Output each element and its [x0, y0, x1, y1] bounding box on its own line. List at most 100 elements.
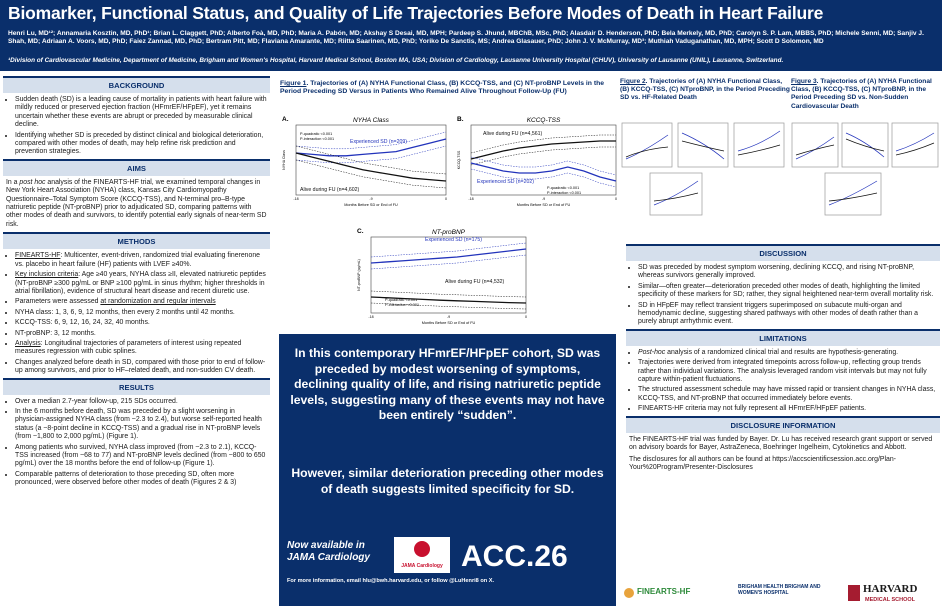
- panel-letter: B.: [457, 116, 464, 123]
- results-bullet: In the 6 months before death, SD was pre…: [15, 408, 267, 442]
- results-heading: RESULTS: [3, 377, 270, 395]
- fig3-panel-a: [791, 122, 839, 168]
- methods-bullet: NT-proBNP: 3, 12 months.: [15, 330, 267, 338]
- series-ci-lower: [295, 145, 447, 164]
- discussion-bullet: SD was preceded by modest symptom worsen…: [638, 264, 937, 281]
- disclosure-link-text: The disclosures for all authors can be f…: [629, 455, 896, 471]
- aims-italic: post hoc: [19, 178, 46, 186]
- discussion-bullet: SD in HFpEF may reflect transient trigge…: [638, 302, 937, 327]
- panel-title: KCCQ-TSS: [527, 117, 561, 124]
- affiliations: ¹Division of Cardiovascular Medicine, De…: [8, 57, 784, 64]
- series-ci-upper: [370, 290, 527, 298]
- panel-title: NT-proBNP: [432, 229, 466, 236]
- contact-info: For more information, email hlu@bwh.harv…: [287, 578, 495, 584]
- author-list: Henri Lu, MD¹²; Annamaria Kosztin, MD, P…: [8, 30, 924, 46]
- x-tick-label: 0: [615, 197, 617, 201]
- background-bullet: Identifying whether SD is preceded by di…: [15, 132, 267, 157]
- figures-2-3-thumbnails: [621, 122, 939, 216]
- x-tick-label: -9: [369, 197, 372, 201]
- right-column: DISCUSSION SD was preceded by modest sym…: [626, 244, 940, 475]
- key-message-caveat: However, similar deterioration preceding…: [291, 466, 604, 496]
- results-bullet: Comparable patterns of deterioration to …: [15, 471, 267, 488]
- methods-bullet: Key inclusion criteria: Age ≥40 years, N…: [15, 271, 267, 296]
- series-ci-lower: [470, 168, 617, 188]
- discussion-bullet: Similar—often greater—deterioration prec…: [638, 283, 937, 300]
- series-ci-upper: [295, 131, 447, 150]
- plot-frame: [370, 236, 527, 314]
- x-axis-label: Months Before SD or End of FU: [422, 321, 476, 325]
- series-ci-upper: [470, 156, 617, 176]
- limitations-bullet: Post-hoc analysis of a randomized clinic…: [638, 349, 937, 357]
- aims-text: In a: [6, 178, 20, 186]
- fig2-panel-d: [649, 172, 703, 216]
- discussion-section: SD was preceded by modest symptom worsen…: [626, 264, 940, 327]
- methods-heading: METHODS: [3, 232, 270, 250]
- series-line: [370, 248, 527, 264]
- background-bullet: Sudden death (SD) is a leading cause of …: [15, 96, 267, 130]
- results-bullet: Over a median 2.7-year follow-up, 215 SD…: [15, 398, 267, 406]
- methods-bullet: NYHA class: 1, 3, 6, 9, 12 months, then …: [15, 309, 267, 317]
- left-column: BACKGROUND Sudden death (SD) is a leadin…: [3, 76, 270, 606]
- poster-header: Biomarker, Functional Status, and Qualit…: [0, 0, 942, 71]
- figure1-caption: Figure 1. Trajectories of (A) NYHA Funct…: [280, 80, 605, 96]
- x-tick-label: -9: [447, 315, 450, 319]
- jama-icon: [414, 541, 430, 557]
- stat-annotation: P-interaction <0.001: [547, 191, 581, 195]
- stat-annotation: P-interaction <0.001: [300, 137, 334, 141]
- panel-title: NYHA Class: [353, 117, 390, 124]
- series-ci-upper: [370, 242, 527, 258]
- x-tick-label: -9: [542, 197, 545, 201]
- key-message: In this contemporary HFmrEF/HFpEF cohort…: [290, 346, 605, 423]
- y-axis-label: NYHA Class: [282, 150, 286, 170]
- panel-letter: C.: [357, 228, 364, 235]
- y-axis-label: KCCQ-TSS: [457, 150, 461, 169]
- background-heading: BACKGROUND: [3, 76, 270, 93]
- series-ci-lower: [295, 159, 447, 189]
- disclosure-text: The FINEARTS-HF trial was funded by Baye…: [629, 435, 933, 452]
- fig2-panel-b: [677, 122, 729, 168]
- fig2-panel-c: [733, 122, 785, 168]
- fig3-panel-b: [841, 122, 889, 168]
- x-axis-label: Months Before SD or End of FU: [517, 203, 571, 207]
- key-message-box: In this contemporary HFmrEF/HFpEF cohort…: [279, 334, 616, 606]
- series-ci-upper: [470, 134, 616, 154]
- finearts-icon: [624, 588, 634, 598]
- background-section: Sudden death (SD) is a leading cause of …: [3, 96, 270, 157]
- results-section: Over a median 2.7-year follow-up, 215 SD…: [3, 398, 270, 488]
- x-tick-label: 0: [525, 315, 527, 319]
- methods-bullet: FINEARTS-HF: Multicenter, event-driven, …: [15, 252, 267, 269]
- figure1-panel-b: B. KCCQ-TSS KCCQ-TSS Months Before SD or En…: [457, 116, 617, 207]
- stat-annotation: P-quadratic <0.001: [385, 298, 417, 302]
- poster-title: Biomarker, Functional Status, and Qualit…: [8, 3, 824, 23]
- acc-logo: ACC.26: [461, 540, 568, 573]
- series-ci-lower: [370, 254, 527, 270]
- series-label: Alive during FU (n=4,602): [300, 187, 360, 193]
- x-tick-label: -18: [468, 197, 473, 201]
- figure1-panel-c: C. NT-proBNP NT-proBNP (pg/mL) Months Befor…: [357, 228, 527, 325]
- figure3-caption: Figure 3. Trajectories of (A) NYHA Funct…: [791, 78, 932, 110]
- fig3-panel-c: [891, 122, 939, 168]
- aims-heading: AIMS: [3, 158, 270, 176]
- brigham-logo: BRIGHAM HEALTH BRIGHAM AND WOMEN'S HOSPI…: [738, 584, 821, 596]
- series-line: [295, 152, 447, 182]
- discussion-heading: DISCUSSION: [626, 244, 940, 261]
- disclosure-heading: DISCLOSURE INFORMATION: [626, 415, 940, 433]
- methods-section: FINEARTS-HF: Multicenter, event-driven, …: [3, 252, 270, 375]
- x-tick-label: 0: [445, 197, 447, 201]
- y-axis-label: NT-proBNP (pg/mL): [357, 259, 361, 291]
- limitations-bullet: FINEARTS-HF criteria may not fully repre…: [638, 405, 937, 413]
- stat-annotation: P-quadratic <0.001: [300, 132, 332, 136]
- harvard-sub: MEDICAL SCHOOL: [865, 597, 916, 603]
- plot-frame: [470, 124, 617, 196]
- methods-bullet: Parameters were assessed at randomizatio…: [15, 298, 267, 306]
- figure2-caption: Figure 2. Trajectories of (A) NYHA Funct…: [620, 78, 790, 102]
- aims-text: analysis of the FINEARTS-HF trial, we ex…: [6, 178, 267, 228]
- stat-annotation: P-quadratic <0.001: [547, 186, 579, 190]
- x-axis-label: Months Before SD or End of FU: [344, 203, 398, 207]
- methods-bullet: KCCQ-TSS: 6, 9, 12, 16, 24, 32, 40 month…: [15, 319, 267, 327]
- jama-logo: JAMA Cardiology: [394, 537, 450, 573]
- series-line: [470, 162, 617, 182]
- series-label: Alive during FU (n=4,532): [445, 279, 505, 285]
- limitations-bullet: The structured assessment schedule may h…: [638, 386, 937, 403]
